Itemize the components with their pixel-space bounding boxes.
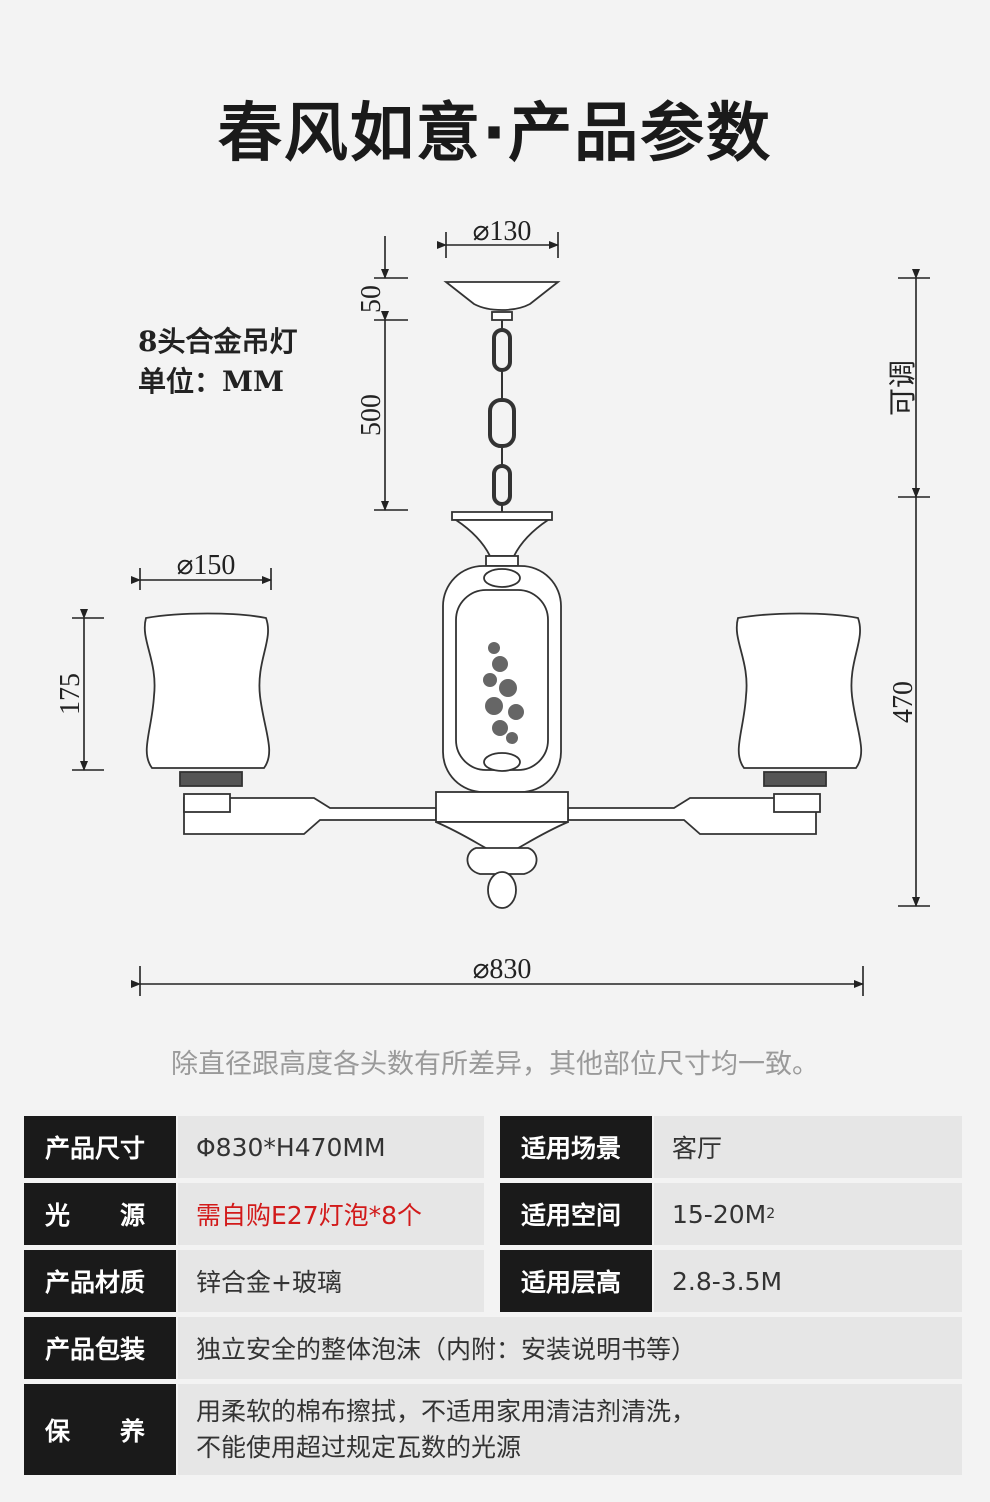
floor-value: 2.8-3.5M [654, 1250, 962, 1312]
unit-label: 单位：MM [138, 365, 284, 398]
space-label: 适用空间 [500, 1183, 652, 1245]
adjustable-dim: 可调 [888, 360, 919, 416]
scene-label: 适用场景 [500, 1116, 652, 1178]
chain-length-dim: 500 [356, 394, 387, 436]
total-height-dim: 470 [888, 681, 919, 723]
space-sup: 2 [766, 1206, 776, 1222]
care-line-2: 不能使用超过规定瓦数的光源 [196, 1432, 522, 1462]
light-value: 需自购E27灯泡*8个 [178, 1183, 484, 1245]
canopy-width-dim: ⌀130 [473, 216, 532, 247]
light-label: 光 源 [24, 1183, 176, 1245]
pack-value: 独立安全的整体泡沫（内附：安装说明书等） [178, 1317, 962, 1379]
size-label: 产品尺寸 [24, 1116, 176, 1178]
chandelier-body-art [143, 281, 863, 909]
canopy-height-dim: 50 [356, 285, 387, 313]
scene-value: 客厅 [654, 1116, 962, 1178]
shade-height-dim: 175 [55, 673, 86, 715]
page-title: 春风如意·产品参数 [217, 97, 773, 171]
model-name: 8头合金吊灯 [138, 325, 298, 358]
material-value: 锌合金+玻璃 [178, 1250, 484, 1312]
size-note: 除直径跟高度各头数有所差异，其他部位尺寸均一致。 [171, 1049, 819, 1080]
chandelier-drawing: ⌀130 50 500 ⌀150 175 可调 470 ⌀830 [55, 216, 930, 996]
pack-label: 产品包装 [24, 1317, 176, 1379]
care-line-1: 用柔软的棉布擦拭，不适用家用清洁剂清洗， [196, 1396, 697, 1426]
care-value: 用柔软的棉布擦拭，不适用家用清洁剂清洗， 不能使用超过规定瓦数的光源 [178, 1384, 962, 1475]
care-label: 保 养 [24, 1384, 176, 1475]
shade-width-dim: ⌀150 [177, 550, 236, 581]
total-width-dim: ⌀830 [473, 954, 532, 985]
material-label: 产品材质 [24, 1250, 176, 1312]
floor-label: 适用层高 [500, 1250, 652, 1312]
size-value: Φ830*H470MM [178, 1116, 484, 1178]
